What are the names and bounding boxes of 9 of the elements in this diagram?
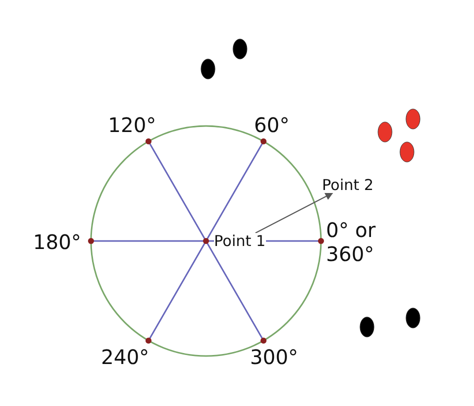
angle-label: 60°: [254, 113, 290, 137]
arrow: [254, 192, 334, 234]
angle-label: 0° or 360°: [326, 218, 377, 266]
angle-label: 120°: [108, 113, 156, 137]
point-label: Point 2: [322, 177, 374, 193]
point-label: Point 1: [214, 233, 266, 249]
angle-label: 240°: [101, 345, 150, 369]
angle-label: 300°: [250, 345, 298, 369]
angle-label: 180°: [33, 230, 82, 254]
